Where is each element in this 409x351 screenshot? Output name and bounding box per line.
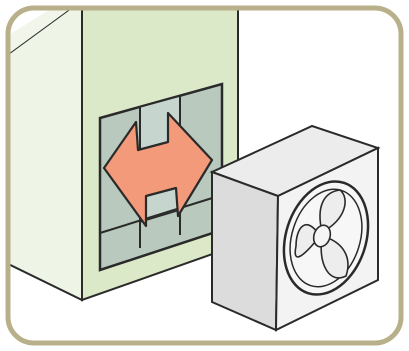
fan-side-face [212, 172, 278, 330]
